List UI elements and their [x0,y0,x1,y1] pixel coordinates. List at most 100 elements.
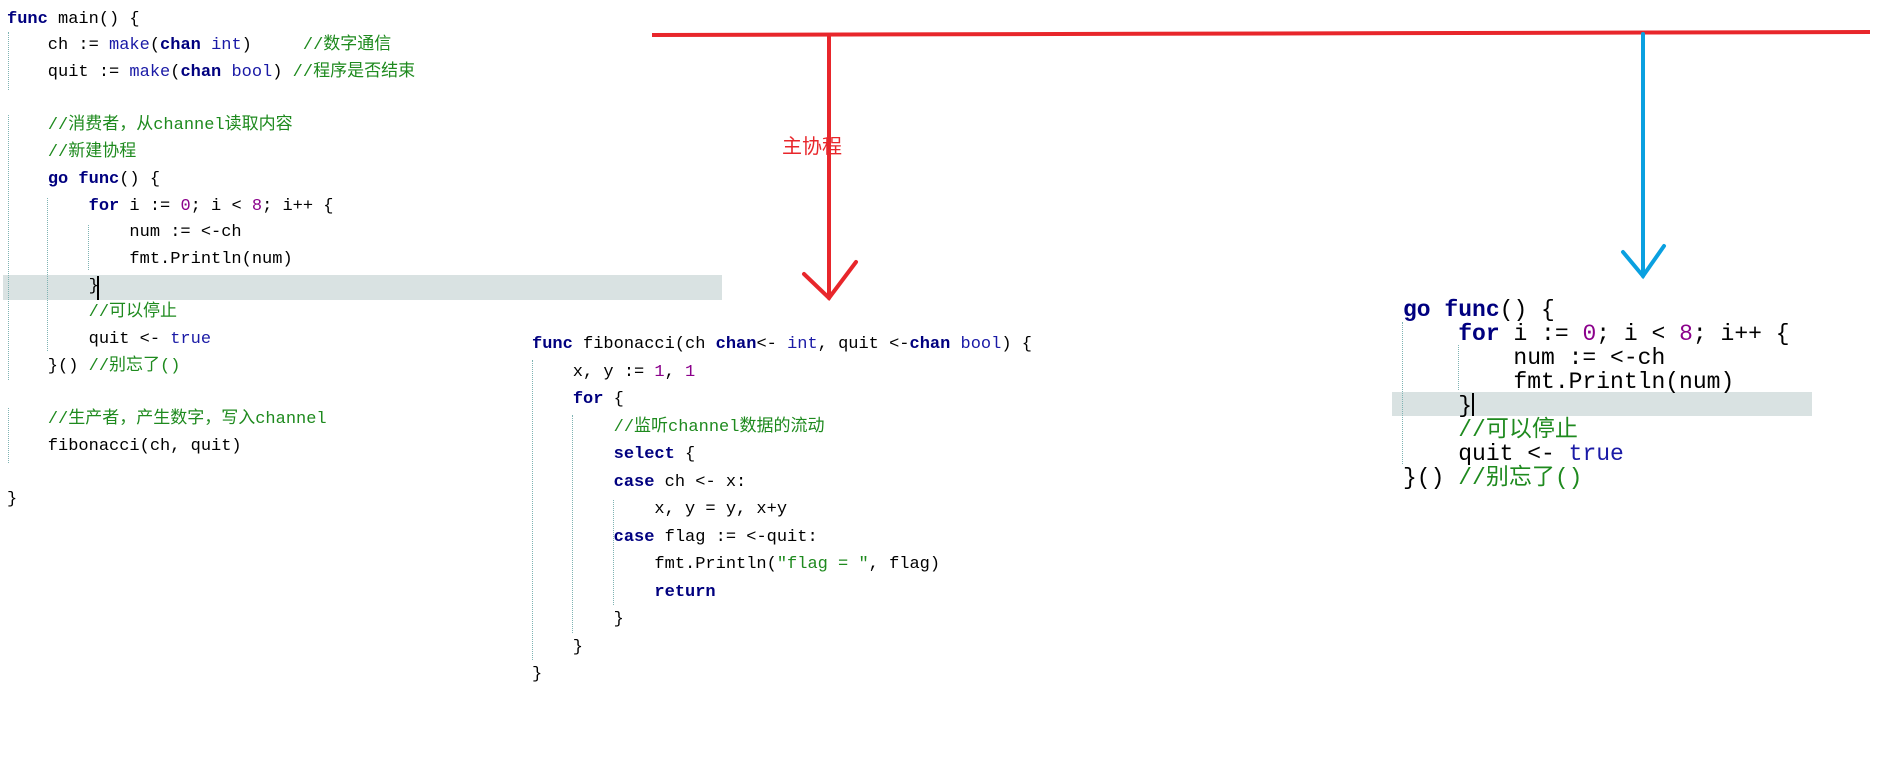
code-token [7,197,89,216]
code-line[interactable]: }() //别忘了() [7,354,181,381]
code-line[interactable]: fmt.Println("flag = ", flag) [532,551,940,579]
code-keyword: chan [180,63,222,83]
code-token: fibonacci(ch, quit) [7,436,242,456]
indent-guide [8,115,9,380]
code-token: quit <- [7,330,171,350]
text-cursor [1472,393,1474,416]
code-line[interactable]: quit := make(chan bool) //程序是否结束 [7,60,415,87]
code-line[interactable]: }() //别忘了() [1403,466,1582,490]
code-token: num := <-ch [1403,345,1666,371]
code-token: 8 [251,196,263,216]
code-token: ch <- x: [654,472,747,492]
code-comment: //生产者，产生数字，写入channel [47,410,327,430]
code-line[interactable]: quit <- true [7,327,211,354]
code-line[interactable]: for { [532,386,624,414]
code-line[interactable]: //新建协程 [7,140,136,167]
code-line[interactable]: } [532,634,583,662]
code-token: main() { [47,9,140,29]
code-line[interactable]: fibonacci(ch, quit) [7,434,242,461]
code-comment: //别忘了() [1458,465,1583,491]
code-token: }() [7,356,89,376]
code-token: }() [1403,465,1459,491]
code-line[interactable]: } [532,661,542,689]
code-line[interactable]: //可以停止 [7,300,177,327]
code-token: make [109,36,150,56]
code-keyword: case [613,472,655,492]
code-line[interactable]: num := <-ch [1403,346,1665,370]
code-token: , quit <- [817,335,910,355]
timeline-line [651,30,1871,37]
code-token: x, y = y, x+y [532,500,788,520]
code-line[interactable]: x, y := 1, 1 [532,359,695,387]
code-token: ( [149,36,161,56]
code-token [7,170,48,189]
indent-guide [88,225,89,270]
code-comment: //数字通信 [302,36,392,56]
code-line[interactable]: for i := 0; i < 8; i++ { [7,194,334,221]
code-keyword: for [572,390,604,410]
code-line[interactable]: select { [532,441,696,469]
code-line[interactable]: func main() { [7,7,140,34]
code-token [950,335,960,354]
code-comment: //别忘了() [88,356,181,376]
code-line[interactable]: go func() { [7,167,160,194]
code-keyword: go [1403,297,1431,323]
code-keyword: chan [160,36,201,56]
code-line[interactable]: //消费者，从channel读取内容 [7,113,293,140]
code-token: bool [231,63,273,83]
code-token: bool [960,335,1002,355]
code-line[interactable]: case flag := <-quit: [532,524,818,552]
text-cursor [97,276,99,300]
code-line[interactable]: ch := make(chan int) //数字通信 [7,33,392,60]
code-token: 1 [685,362,696,382]
code-line[interactable]: } [532,606,624,634]
code-token [7,116,48,135]
code-token: 0 [1582,321,1597,347]
code-keyword: for [1458,321,1500,347]
indent-guide [572,415,573,633]
code-line[interactable]: quit <- true [1403,442,1624,466]
code-line[interactable]: fmt.Println(num) [7,247,292,274]
code-token: } [532,637,584,657]
code-keyword: case [613,527,655,547]
code-token: ; i++ { [1692,321,1790,347]
code-line[interactable]: //生产者，产生数字，写入channel [7,407,327,434]
code-keyword: return [654,582,716,602]
code-token: 0 [180,196,191,216]
code-comment: //可以停止 [88,303,178,323]
code-keyword: chan [909,335,951,355]
code-line[interactable]: } [7,487,17,514]
code-token: int [787,335,818,355]
code-line[interactable]: //可以停止 [1403,418,1578,442]
code-token [1431,297,1445,323]
code-token: ch := [7,36,110,56]
code-token: <- [756,335,788,355]
code-comment: //程序是否结束 [292,63,416,83]
code-token: 8 [1679,321,1693,347]
code-line[interactable]: return [532,579,716,607]
code-token: make [129,63,171,83]
code-token [68,170,78,189]
code-line[interactable]: x, y = y, x+y [532,496,787,524]
code-line[interactable]: case ch <- x: [532,469,747,497]
indent-guide [1458,345,1459,390]
code-line[interactable]: } [1403,394,1472,418]
code-line[interactable]: func fibonacci(ch chan<- int, quit <-cha… [532,331,1032,359]
code-token [1403,321,1458,347]
code-token: fmt.Println( [532,555,777,575]
code-line[interactable]: go func() { [1403,298,1555,322]
code-token: ( [170,63,181,83]
code-line[interactable]: fmt.Println(num) [1403,370,1734,394]
code-keyword: func [7,9,48,29]
code-line[interactable]: //监听channel数据的流动 [532,414,825,442]
code-token: ; i < [190,196,252,216]
code-keyword: func [532,335,573,355]
code-token: ) { [1001,335,1032,355]
indent-guide [8,32,9,90]
code-line[interactable]: for i := 0; i < 8; i++ { [1403,321,1790,347]
code-line[interactable]: num := <-ch [7,220,241,247]
code-token [532,418,614,437]
code-line[interactable]: } [7,274,99,301]
code-token [201,36,211,55]
code-token: , [664,362,686,382]
